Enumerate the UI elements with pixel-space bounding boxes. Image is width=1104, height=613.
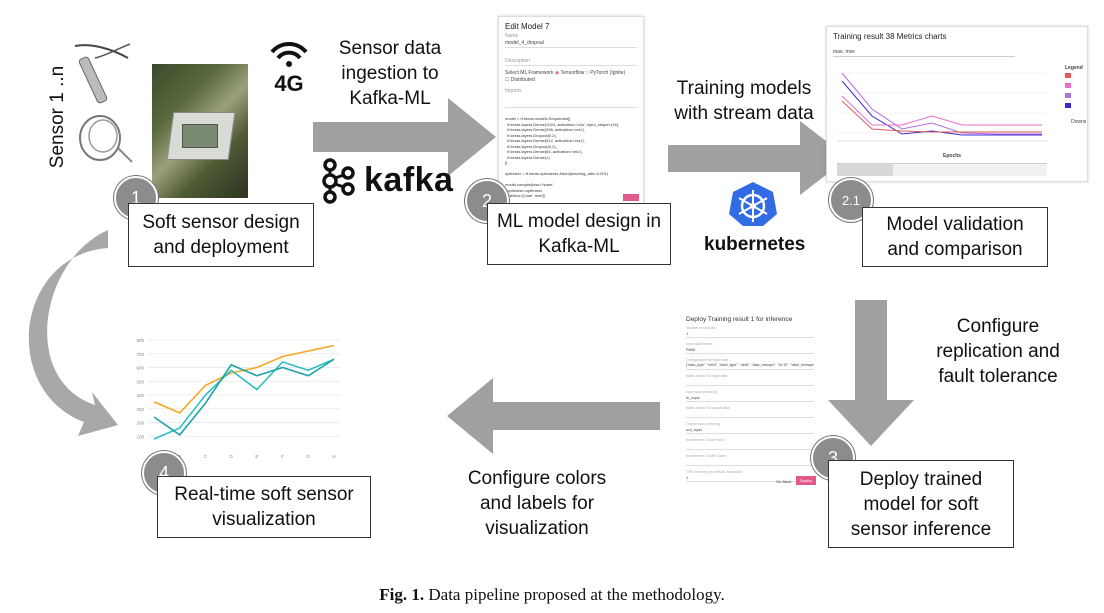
- train-arrow-label: Training models with stream data: [674, 78, 814, 124]
- go-back-button[interactable]: Go Back: [776, 479, 792, 484]
- save-button[interactable]: [623, 194, 639, 201]
- model-name-field[interactable]: model_4_dropout: [505, 40, 637, 48]
- ingest-arrow: [313, 98, 496, 176]
- form-field[interactable]: Kubernetes Cluster host: [686, 438, 814, 450]
- metrics-chart-title: Training result 38 Metrics charts: [833, 32, 947, 41]
- y-tick-label: 500: [136, 379, 144, 384]
- form-field[interactable]: Configuration for input data{"data_type"…: [686, 358, 814, 370]
- figure-caption: Fig. 1. Data pipeline proposed at the me…: [0, 585, 1104, 605]
- step-1-box: Soft sensor design and deployment: [128, 203, 314, 267]
- metrics-chart-screenshot: Training result 38 Metrics charts mae, m…: [826, 26, 1088, 182]
- y-tick-label: 300: [136, 407, 144, 412]
- form-field[interactable]: Kafka broker for input data: [686, 374, 814, 386]
- y-tick-label: 200: [136, 421, 144, 426]
- form-field[interactable]: Kafka broker for output data: [686, 406, 814, 418]
- x-tick-label: B: [178, 454, 181, 459]
- metrics-range-slider[interactable]: [837, 163, 1047, 176]
- x-tick-label: H: [332, 454, 335, 459]
- series-line-3: [153, 358, 335, 436]
- model-editor-title: Edit Model 7: [505, 22, 550, 31]
- x-tick-label: E: [255, 454, 258, 459]
- colors-arrow: [447, 378, 660, 454]
- form-field[interactable]: GPU memory (by default, automatic)1: [686, 470, 814, 482]
- step-4-label: Real-time soft sensor visualization: [174, 484, 354, 530]
- deploy-form-screenshot: Deploy Training result 1 for inference N…: [680, 312, 820, 498]
- ingest-arrow-label: Sensor data ingestion to Kafka-ML: [338, 38, 442, 109]
- step-4-box: Real-time soft sensor visualization: [157, 476, 371, 538]
- kafka-icon: [322, 158, 355, 204]
- step-3-label: Deploy trained model for soft sensor inf…: [850, 468, 992, 540]
- x-tick-label: G: [307, 454, 311, 459]
- caption-text: Data pipeline proposed at the methodolog…: [428, 585, 725, 604]
- distributed-checkbox[interactable]: ☐: [505, 77, 510, 83]
- step-2-box: ML model design in Kafka-ML: [487, 203, 671, 265]
- replicate-arrow-label: Configure replication and fault toleranc…: [936, 316, 1060, 387]
- x-tick-label: D: [230, 454, 234, 459]
- step-1-label: Soft sensor design and deployment: [142, 212, 300, 258]
- model-code[interactable]: model = tf.keras.models.Sequential([ tf.…: [505, 116, 620, 198]
- y-tick-label: 800: [136, 338, 144, 343]
- pytorch-radio[interactable]: ○: [585, 70, 589, 76]
- field-deployment-photo: [152, 64, 248, 198]
- curve-arrow: [28, 230, 118, 436]
- replicate-arrow: [828, 300, 914, 446]
- form-field[interactable]: Kubernetes Cluster Token: [686, 454, 814, 466]
- kafka-logo: kafka: [318, 157, 458, 205]
- metrics-lines: [837, 72, 1047, 142]
- 4g-signal-icon: 4G: [266, 38, 312, 96]
- kubernetes-logo: kubernetes: [700, 180, 810, 260]
- series-line-2: [153, 358, 335, 440]
- step-2-1-label: Model validation and comparison: [886, 214, 1024, 260]
- y-tick-label: 400: [136, 393, 144, 398]
- deploy-form-title: Deploy Training result 1 for inference: [686, 316, 793, 323]
- step-2-1-box: Model validation and comparison: [862, 207, 1048, 267]
- caption-prefix: Fig. 1.: [379, 585, 425, 604]
- x-tick-label: C: [204, 454, 208, 459]
- step-2-label: ML model design in Kafka-ML: [496, 211, 662, 257]
- kubernetes-helm-icon: [729, 182, 777, 226]
- metric-select[interactable]: mae, mse: [833, 49, 1015, 57]
- train-arrow: [668, 121, 848, 195]
- y-tick-label: 600: [136, 366, 144, 371]
- form-field[interactable]: Output topic (existing)out_topic: [686, 422, 814, 434]
- deploy-button[interactable]: Deploy: [796, 476, 816, 485]
- sensor-probes-image: [74, 43, 133, 163]
- step-3-box: Deploy trained model for soft sensor inf…: [828, 460, 1014, 548]
- wifi-icon: [270, 41, 308, 67]
- y-tick-label: 100: [136, 434, 144, 439]
- tensorflow-radio[interactable]: ◉: [554, 70, 560, 76]
- form-field[interactable]: Input topic (existing)in_topic: [686, 390, 814, 402]
- model-editor-screenshot: Edit Model 7 Name model_4_dropout Descri…: [498, 16, 644, 206]
- colors-arrow-label: Configure colors and labels for visualiz…: [467, 468, 607, 539]
- x-tick-label: F: [281, 454, 284, 459]
- y-tick-label: 700: [136, 352, 144, 357]
